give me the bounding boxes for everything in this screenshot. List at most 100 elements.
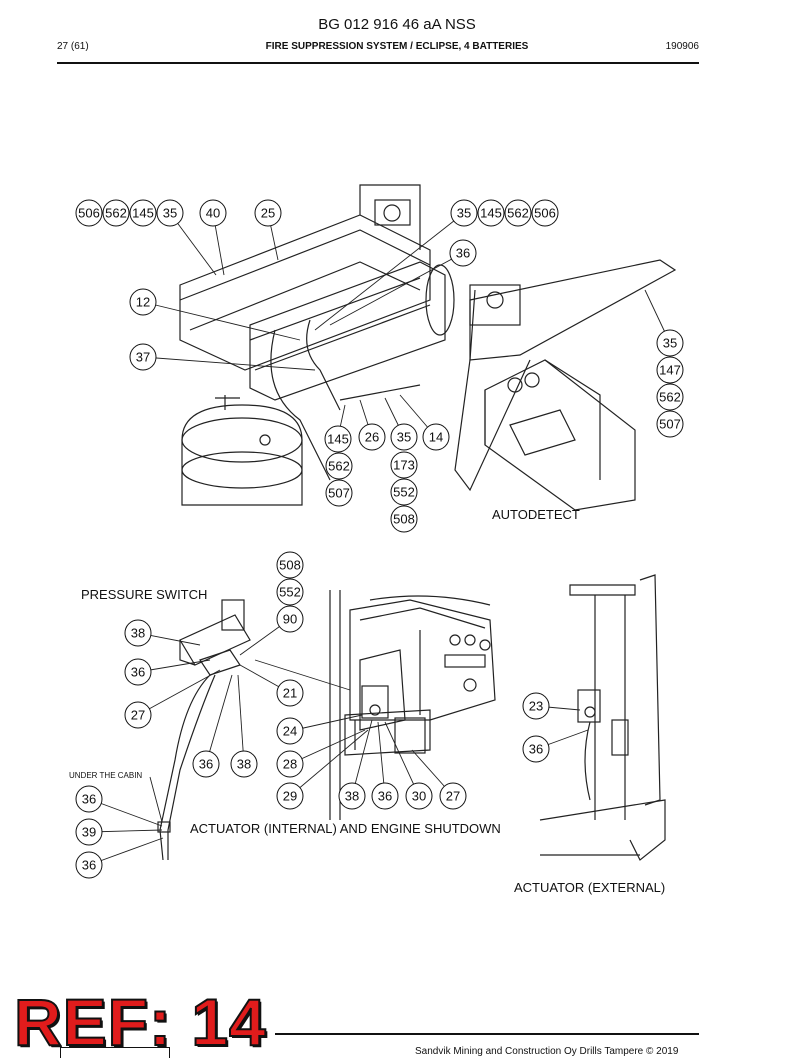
actuator-external-drawing (539, 574, 666, 861)
callout: 14 (422, 423, 450, 451)
footer-rule (275, 1033, 699, 1035)
callout: 147 (656, 356, 684, 384)
callout: 552 (276, 578, 304, 606)
callout: 507 (656, 410, 684, 438)
callout: 38 (338, 782, 366, 810)
callout: 562 (656, 383, 684, 411)
svg-text:24: 24 (283, 724, 297, 739)
header-rule (57, 62, 699, 64)
svg-text:552: 552 (279, 585, 301, 600)
callout: 36 (75, 785, 103, 813)
svg-text:507: 507 (328, 486, 350, 501)
svg-text:26: 26 (365, 430, 379, 445)
svg-text:36: 36 (529, 742, 543, 757)
document-title: FIRE SUPPRESSION SYSTEM / ECLIPSE, 4 BAT… (265, 41, 529, 52)
svg-text:27: 27 (446, 789, 460, 804)
callout: 35 (656, 329, 684, 357)
callout: 40 (199, 199, 227, 227)
svg-text:37: 37 (136, 350, 150, 365)
callout: 145 (129, 199, 157, 227)
leader-lines (88, 212, 671, 866)
svg-text:36: 36 (82, 858, 96, 873)
svg-text:36: 36 (131, 665, 145, 680)
svg-text:23: 23 (529, 699, 543, 714)
svg-text:28: 28 (283, 757, 297, 772)
svg-text:506: 506 (78, 206, 100, 221)
svg-text:27: 27 (131, 708, 145, 723)
svg-text:562: 562 (328, 459, 350, 474)
callout: 27 (439, 782, 467, 810)
callout: 23 (522, 692, 550, 720)
svg-text:21: 21 (283, 686, 297, 701)
callout: 562 (504, 199, 532, 227)
callout: 38 (230, 750, 258, 778)
callouts: 506 562 145 35 40 25 35 145 562 506 36 1… (75, 199, 684, 879)
callout: 35 (450, 199, 478, 227)
label-actuator-external: ACTUATOR (EXTERNAL) (514, 880, 665, 895)
svg-text:30: 30 (412, 789, 426, 804)
svg-text:508: 508 (393, 512, 415, 527)
svg-text:35: 35 (163, 206, 177, 221)
document-code: BG 012 916 46 aA NSS (318, 16, 476, 33)
svg-text:562: 562 (659, 390, 681, 405)
svg-text:12: 12 (136, 295, 150, 310)
page-number: 27 (61) (57, 41, 89, 52)
svg-text:145: 145 (480, 206, 502, 221)
callout: 39 (75, 818, 103, 846)
svg-text:36: 36 (199, 757, 213, 772)
callout: 508 (276, 551, 304, 579)
actuator-internal-drawing (329, 590, 496, 820)
callout: 36 (522, 735, 550, 763)
svg-text:173: 173 (393, 458, 415, 473)
callout: 508 (390, 505, 418, 533)
svg-text:35: 35 (397, 430, 411, 445)
svg-text:39: 39 (82, 825, 96, 840)
callout: 506 (75, 199, 103, 227)
svg-text:562: 562 (105, 206, 127, 221)
footer-copyright: Sandvik Mining and Construction Oy Drill… (415, 1046, 679, 1057)
frame-drawing (179, 184, 677, 511)
svg-text:36: 36 (456, 246, 470, 261)
label-actuator-internal: ACTUATOR (INTERNAL) AND ENGINE SHUTDOWN (190, 821, 501, 836)
svg-text:29: 29 (283, 789, 297, 804)
callout: 36 (124, 658, 152, 686)
label-pressure-switch: PRESSURE SWITCH (81, 587, 207, 602)
svg-text:508: 508 (279, 558, 301, 573)
callout: 12 (129, 288, 157, 316)
callout: 37 (129, 343, 157, 371)
svg-text:562: 562 (507, 206, 529, 221)
callout: 35 (156, 199, 184, 227)
callout: 21 (276, 679, 304, 707)
callout: 36 (449, 239, 477, 267)
callout: 38 (124, 619, 152, 647)
callout: 27 (124, 701, 152, 729)
ref-stamp: REF: 14 (13, 984, 267, 1060)
svg-text:90: 90 (283, 612, 297, 627)
callout: 26 (358, 423, 386, 451)
svg-text:147: 147 (659, 363, 681, 378)
callout: 173 (390, 451, 418, 479)
svg-text:35: 35 (663, 336, 677, 351)
callout: 36 (371, 782, 399, 810)
svg-text:36: 36 (82, 792, 96, 807)
callout: 506 (531, 199, 559, 227)
callout: 36 (75, 851, 103, 879)
label-autodetect: AUTODETECT (492, 507, 580, 522)
svg-text:25: 25 (261, 206, 275, 221)
svg-text:38: 38 (237, 757, 251, 772)
callout: 562 (325, 452, 353, 480)
callout: 25 (254, 199, 282, 227)
svg-text:507: 507 (659, 417, 681, 432)
callout: 145 (477, 199, 505, 227)
callout: 90 (276, 605, 304, 633)
svg-text:38: 38 (131, 626, 145, 641)
callout: 28 (276, 750, 304, 778)
callout: 552 (390, 478, 418, 506)
svg-text:145: 145 (327, 432, 349, 447)
svg-text:14: 14 (429, 430, 443, 445)
callout: 29 (276, 782, 304, 810)
svg-text:38: 38 (345, 789, 359, 804)
callout: 30 (405, 782, 433, 810)
callout: 36 (192, 750, 220, 778)
